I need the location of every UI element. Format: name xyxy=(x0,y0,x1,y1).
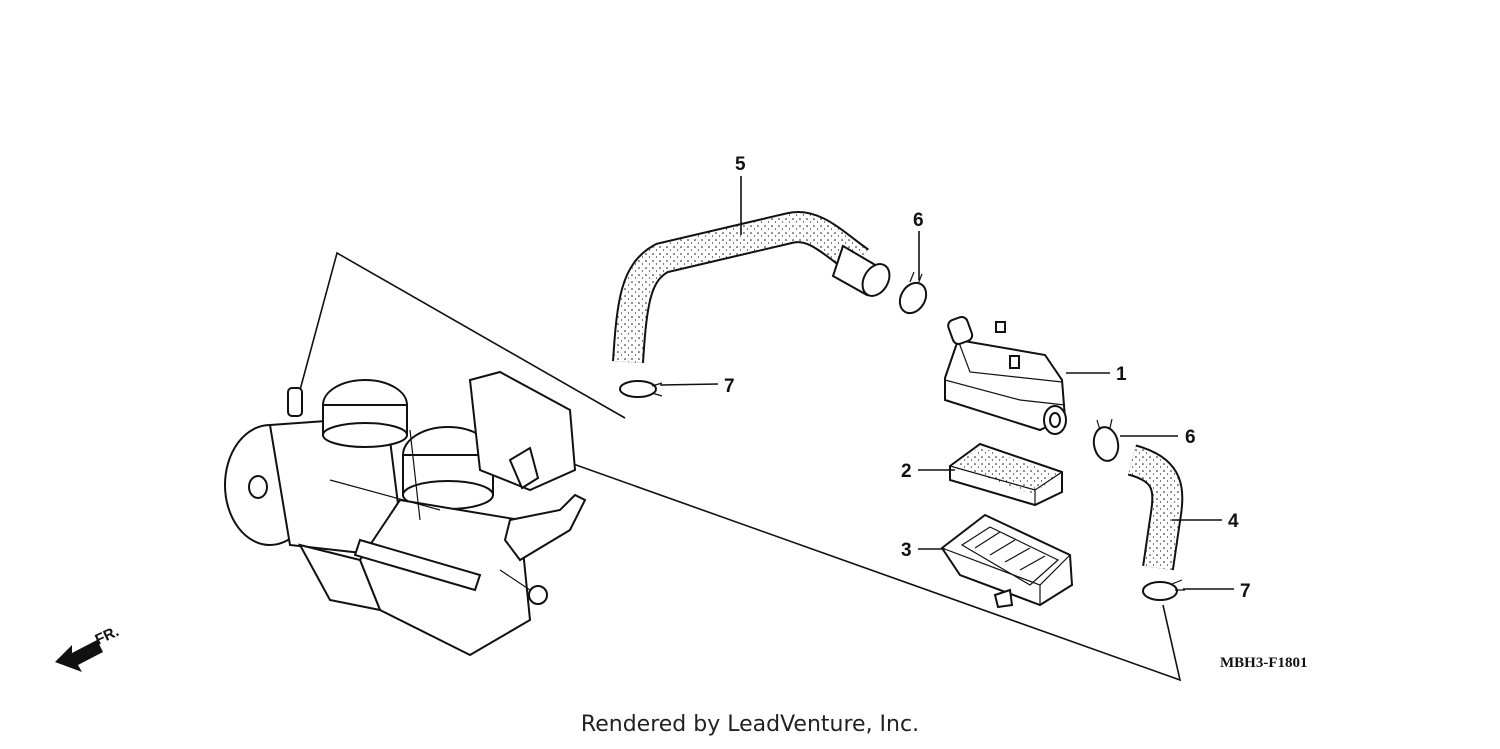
clamp-part-7-upper xyxy=(619,380,663,398)
callout-4: 4 xyxy=(1228,511,1239,532)
diagram-code: MBH3-F1801 xyxy=(1220,655,1308,671)
hose-part-5 xyxy=(612,211,891,364)
hose-part-4 xyxy=(1127,444,1184,571)
callout-1: 1 xyxy=(1116,364,1127,385)
front-direction-label: FR. xyxy=(93,623,122,649)
front-arrow-icon: FR. xyxy=(55,623,122,672)
callout-2: 2 xyxy=(901,461,912,482)
callout-5: 5 xyxy=(735,154,746,175)
leader-lines xyxy=(659,176,1234,590)
callout-7-lower: 7 xyxy=(1240,581,1251,602)
callout-3: 3 xyxy=(901,540,912,561)
render-credit: Rendered by LeadVenture, Inc. xyxy=(580,712,920,737)
callout-7-upper: 7 xyxy=(724,376,735,397)
callout-6-lower: 6 xyxy=(1185,427,1196,448)
clamp-part-6-lower xyxy=(1092,418,1120,462)
carburetor-assembly xyxy=(224,370,587,657)
filter-part-2 xyxy=(949,442,1063,507)
case-part-3 xyxy=(940,513,1074,609)
reference-lines xyxy=(299,251,1182,682)
clamp-part-7-lower xyxy=(1142,579,1185,601)
valve-body-part-1 xyxy=(944,315,1067,435)
callout-6-upper: 6 xyxy=(913,210,924,231)
clamp-part-6-upper xyxy=(898,271,928,315)
